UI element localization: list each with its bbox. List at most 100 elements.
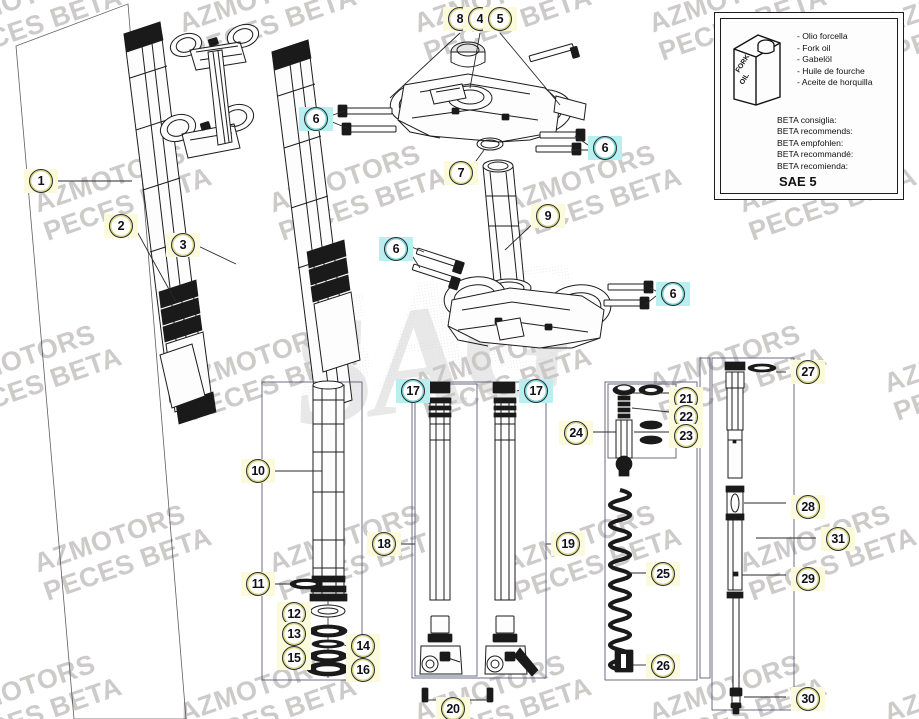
leader-4 (469, 32, 481, 89)
callout-number: 7 (449, 161, 473, 185)
fork-tube-groups (397, 381, 551, 703)
main-spring-25 (607, 487, 633, 673)
oil-grade: SAE 5 (779, 174, 817, 189)
seal-band-left (158, 279, 203, 343)
inner-tube-and-washers (261, 380, 363, 681)
oil-name-list: - Olio forcella - Fork oil - Gabelöl - H… (797, 31, 873, 88)
callout-number: 1 (29, 169, 53, 193)
steering-stem-assembly (408, 137, 657, 349)
leader-6d-2 (645, 295, 657, 305)
lower-triple-clamp (443, 276, 612, 349)
fork-tube-right (484, 381, 539, 703)
callout-number: 16 (351, 658, 375, 682)
callout-23[interactable]: 23 (669, 423, 703, 449)
lower-clamp-bolts-left (411, 247, 465, 291)
washer-12 (310, 604, 346, 618)
callout-16[interactable]: 16 (346, 657, 380, 683)
callout-3[interactable]: 3 (166, 232, 200, 258)
callout-number: 27 (796, 360, 820, 384)
callout-13[interactable]: 13 (277, 621, 311, 647)
pinch-bolts-6-left (337, 104, 397, 136)
callout-9[interactable]: 9 (531, 203, 565, 229)
callout-number: 6 (304, 107, 328, 131)
callout-number: 14 (351, 634, 375, 658)
beta-recommendation-list: BETA consiglia: BETA recommends: BETA em… (777, 115, 854, 171)
callout-number: 6 (661, 282, 685, 306)
callout-5[interactable]: 5 (483, 6, 517, 32)
callout-number: 18 (372, 532, 396, 556)
leader-6a-2 (329, 120, 350, 130)
leader-6b-1 (574, 135, 589, 146)
fork-oil-legend-inner: FORK OIL - Olio forcella - Fork oil - Ga… (720, 18, 898, 194)
callout-number: 17 (524, 379, 548, 403)
callout-1[interactable]: 1 (24, 168, 58, 194)
callout-6[interactable]: 6 (299, 106, 333, 132)
fork-legs-assembly (15, 3, 361, 719)
callout-29[interactable]: 29 (791, 566, 825, 592)
callout-19[interactable]: 19 (551, 531, 585, 557)
cap-17-right (492, 381, 516, 394)
callout-7[interactable]: 7 (444, 160, 478, 186)
group-box-18 (411, 381, 547, 679)
group-box-31-spine (699, 357, 711, 679)
callout-2[interactable]: 2 (104, 213, 138, 239)
callout-11[interactable]: 11 (241, 571, 275, 597)
callout-24[interactable]: 24 (559, 420, 593, 446)
seal-band-right (306, 239, 351, 303)
callout-number: 29 (796, 567, 820, 591)
washer-23a (639, 420, 663, 430)
group-box-25 (604, 381, 698, 681)
fork-tube-left (419, 381, 463, 703)
washer-23b (639, 435, 663, 445)
callout-number: 10 (246, 459, 270, 483)
callout-number: 24 (564, 421, 588, 445)
callout-number: 6 (593, 136, 617, 160)
pinch-bolt-5 (528, 43, 580, 63)
leader-22 (631, 407, 670, 413)
callout-10[interactable]: 10 (241, 458, 275, 484)
callout-number: 15 (282, 646, 306, 670)
callout-number: 20 (441, 697, 465, 719)
callout-6[interactable]: 6 (588, 135, 622, 161)
callout-number: 30 (796, 687, 820, 711)
callout-number: 11 (246, 572, 270, 596)
damper-spring-22 (617, 395, 631, 419)
callout-6[interactable]: 6 (656, 281, 690, 307)
upper-clamp-body (389, 73, 587, 143)
leader-3 (195, 244, 237, 265)
callout-15[interactable]: 15 (277, 645, 311, 671)
callout-28[interactable]: 28 (791, 494, 825, 520)
upper-triple-clamp-exploded (329, 32, 589, 156)
leader-5 (499, 32, 561, 106)
fork-oil-legend: FORK OIL - Olio forcella - Fork oil - Ga… (714, 12, 904, 200)
callout-number: 13 (282, 622, 306, 646)
callout-number: 31 (826, 527, 850, 551)
lower-clamp-bolts-right (603, 280, 654, 310)
damper-and-spring (589, 381, 698, 681)
callout-20[interactable]: 20 (436, 696, 470, 719)
callout-number: 26 (651, 654, 675, 678)
callout-18[interactable]: 18 (367, 531, 401, 557)
callout-number: 25 (651, 562, 675, 586)
callout-number: 3 (171, 233, 195, 257)
callout-number: 9 (536, 204, 560, 228)
callout-30[interactable]: 30 (791, 686, 825, 712)
leader-8 (389, 32, 461, 99)
callout-27[interactable]: 27 (791, 359, 825, 385)
rod-tip-30 (729, 687, 743, 715)
leader-6d-1 (649, 287, 657, 292)
callout-14[interactable]: 14 (346, 633, 380, 659)
group-box-31 (711, 357, 795, 711)
callout-26[interactable]: 26 (646, 653, 680, 679)
callout-number: 23 (674, 424, 698, 448)
detent-29 (732, 571, 739, 577)
fitting-28 (725, 485, 745, 521)
callout-25[interactable]: 25 (646, 561, 680, 587)
callout-17[interactable]: 17 (519, 378, 553, 404)
callout-6[interactable]: 6 (379, 236, 413, 262)
callout-17[interactable]: 17 (396, 378, 430, 404)
callout-number: 28 (796, 495, 820, 519)
callout-31[interactable]: 31 (821, 526, 855, 552)
